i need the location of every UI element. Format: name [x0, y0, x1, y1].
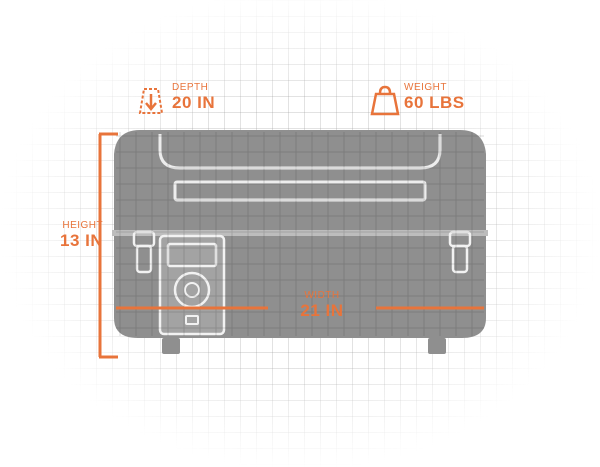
depth-arrow-icon: [138, 88, 164, 114]
depth-label: DEPTH 20 IN: [172, 82, 216, 112]
lid-contour: [158, 134, 442, 170]
controller-panel: [158, 234, 226, 336]
height-bracket: [98, 132, 118, 359]
depth-value: 20 IN: [172, 93, 216, 112]
body-grid-overlay: [116, 132, 484, 336]
height-label: HEIGHT 13 IN: [60, 220, 104, 250]
weight-value: 60 LBS: [404, 93, 465, 112]
lid-seam: [112, 230, 488, 236]
weight-label: WEIGHT 60 LBS: [404, 82, 465, 112]
grill-body: [112, 130, 488, 354]
controller-port: [185, 315, 199, 325]
weight-caption: WEIGHT: [404, 82, 447, 93]
height-caption: HEIGHT: [62, 220, 104, 231]
right-foot: [428, 338, 446, 354]
left-latch: [132, 230, 156, 274]
left-foot: [162, 338, 180, 354]
width-label: WIDTH 21 IN: [272, 290, 372, 320]
width-value: 21 IN: [300, 301, 344, 320]
height-value: 13 IN: [60, 231, 104, 250]
weight-icon: [370, 85, 400, 116]
controller-display: [166, 242, 218, 268]
right-latch: [448, 230, 472, 274]
width-caption: WIDTH: [304, 290, 340, 301]
depth-caption: DEPTH: [172, 82, 209, 93]
lid-handle: [173, 180, 427, 202]
